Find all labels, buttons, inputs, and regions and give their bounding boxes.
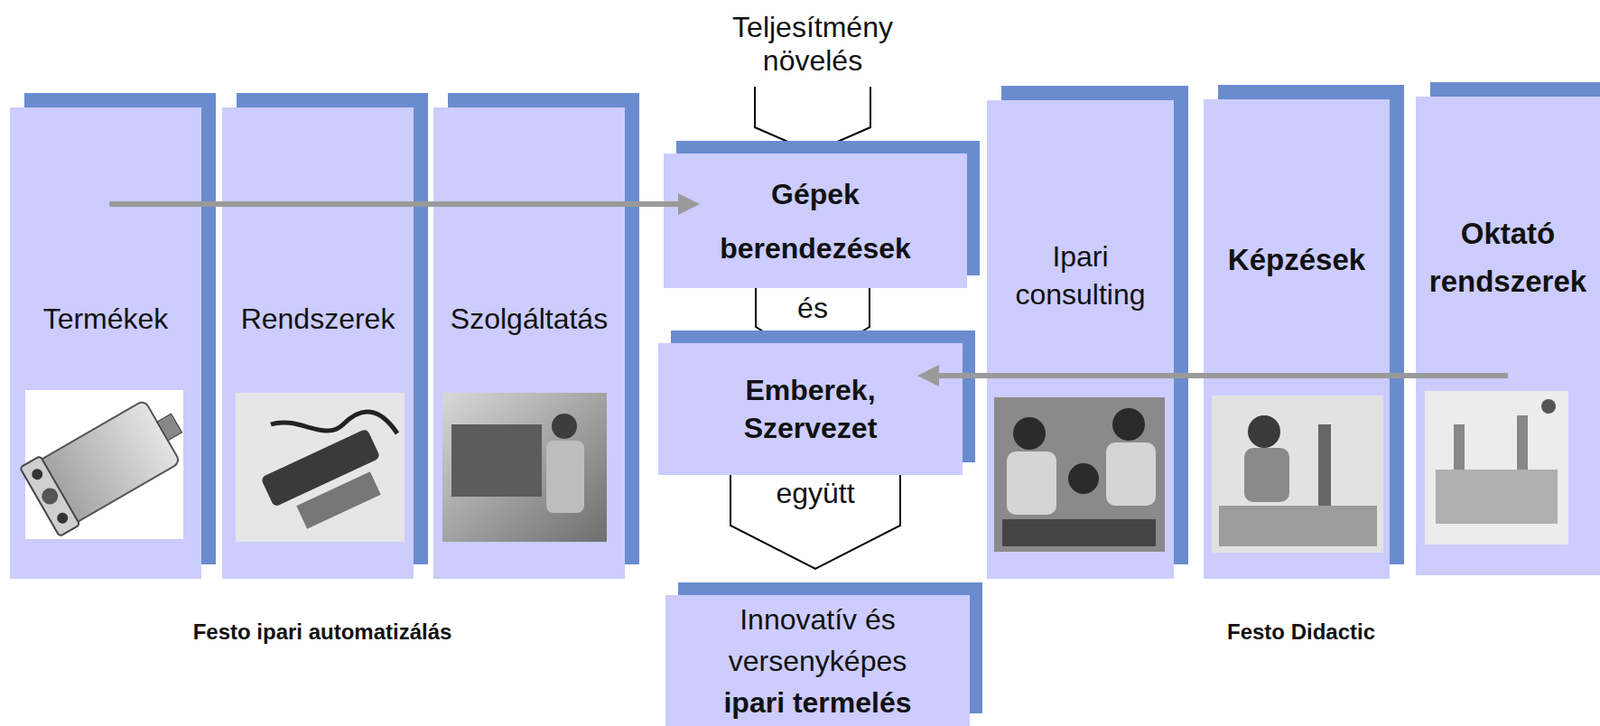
center-box: Innovatív és versenyképesipari termelés: [665, 595, 970, 726]
node-text: és: [758, 291, 867, 326]
valve: [296, 471, 381, 529]
person-head: [1112, 408, 1145, 441]
node-text: Gépek berendezések: [706, 167, 924, 276]
center-box: Gépek berendezések: [663, 153, 968, 289]
machine: [451, 424, 542, 497]
training-photo: [1211, 395, 1384, 553]
piston-rod: [157, 413, 183, 441]
node-text: Innovatív és versenyképes: [709, 598, 927, 682]
center-box: Emberek, Szervezet: [658, 343, 963, 475]
workstation: [1218, 505, 1377, 547]
arrow-line: [935, 372, 1508, 379]
port: [38, 484, 62, 508]
photo-ground: [1424, 390, 1569, 545]
node-text: együtt: [734, 476, 897, 511]
cylinder-body: [19, 388, 197, 537]
chevron-shape: együtt: [729, 474, 902, 570]
arrow-line: [109, 201, 682, 207]
node-text: ipari termelés: [709, 681, 927, 724]
profile-rail: [1516, 415, 1528, 470]
profile-rail: [1318, 424, 1331, 506]
node-text: Emberek, Szervezet: [720, 371, 902, 447]
person-body: [1106, 442, 1156, 506]
node-text: Képzések: [1206, 241, 1387, 279]
group-label: Festo ipari automatizálás: [193, 619, 453, 645]
node-text: Ipari consulting: [1004, 237, 1158, 314]
person-head: [1541, 399, 1556, 414]
person-head: [1068, 463, 1099, 494]
service-photo: [442, 392, 607, 542]
node-text: Teljesítmény növelés: [704, 10, 921, 78]
node-text: Termékek: [13, 301, 198, 336]
person-head: [551, 413, 577, 439]
learning-system-photo: [1424, 390, 1569, 545]
cylinder-photo: [19, 388, 197, 540]
photo-ground: [442, 392, 607, 542]
station: [1435, 469, 1558, 524]
photo-ground: [1211, 395, 1384, 553]
person-body: [1244, 447, 1290, 503]
system-photo: [235, 392, 405, 542]
profile-rail: [1453, 424, 1465, 470]
node-text: Szolgáltatás: [437, 301, 622, 336]
node-text: Oktató rendszerek: [1419, 209, 1597, 306]
chevron-line: [754, 86, 871, 153]
chevron-shape: Teljesítmény növelés: [695, 9, 931, 154]
screw: [55, 511, 70, 526]
chevron-line: [730, 474, 901, 569]
cylinder-cap: [19, 455, 81, 537]
photo-ground: [235, 392, 405, 542]
group-label: Festo Didactic: [1227, 619, 1376, 645]
consulting-photo: [994, 397, 1165, 552]
person-body: [1006, 451, 1057, 515]
equipment: [1002, 519, 1156, 547]
node-text: Rendszerek: [225, 301, 410, 336]
person-head: [1247, 415, 1281, 448]
screw: [29, 466, 45, 482]
person-head: [1013, 417, 1046, 450]
person-body: [546, 440, 585, 513]
photo-ground: [994, 397, 1165, 552]
cable: [270, 411, 398, 434]
